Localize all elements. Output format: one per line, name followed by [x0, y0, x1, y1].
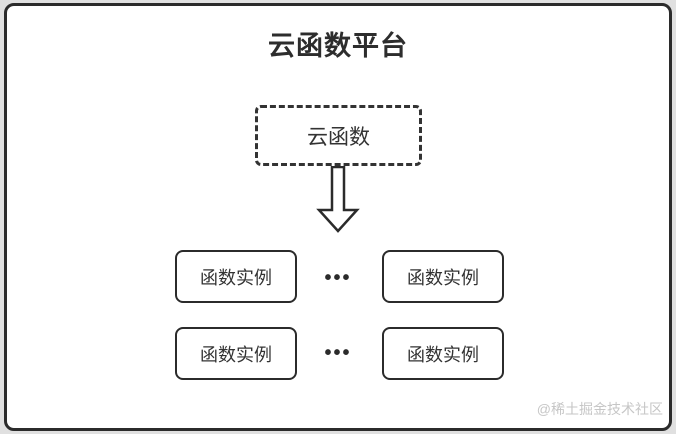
function-instance-box: 函数实例 [175, 327, 297, 380]
function-instance-box: 函数实例 [382, 250, 504, 303]
cloud-function-box: 云函数 [255, 105, 422, 166]
page-title: 云函数平台 [268, 31, 408, 61]
ellipsis-row-1: ••• [324, 267, 352, 289]
function-instance-label: 函数实例 [407, 267, 479, 288]
watermark: @稀土掘金技术社区 [536, 401, 663, 417]
function-instance-box: 函数实例 [382, 327, 504, 380]
function-instance-label: 函数实例 [200, 267, 272, 288]
function-instance-label: 函数实例 [200, 344, 272, 365]
down-arrow-icon [316, 166, 360, 233]
ellipsis-row-2: ••• [324, 342, 352, 364]
function-instance-box: 函数实例 [175, 250, 297, 303]
diagram-canvas: 云函数平台 云函数 函数实例 ••• 函数实例 函数实例 ••• 函数实例 @稀… [4, 3, 672, 431]
cloud-function-label: 云函数 [307, 125, 370, 149]
function-instance-label: 函数实例 [407, 344, 479, 365]
